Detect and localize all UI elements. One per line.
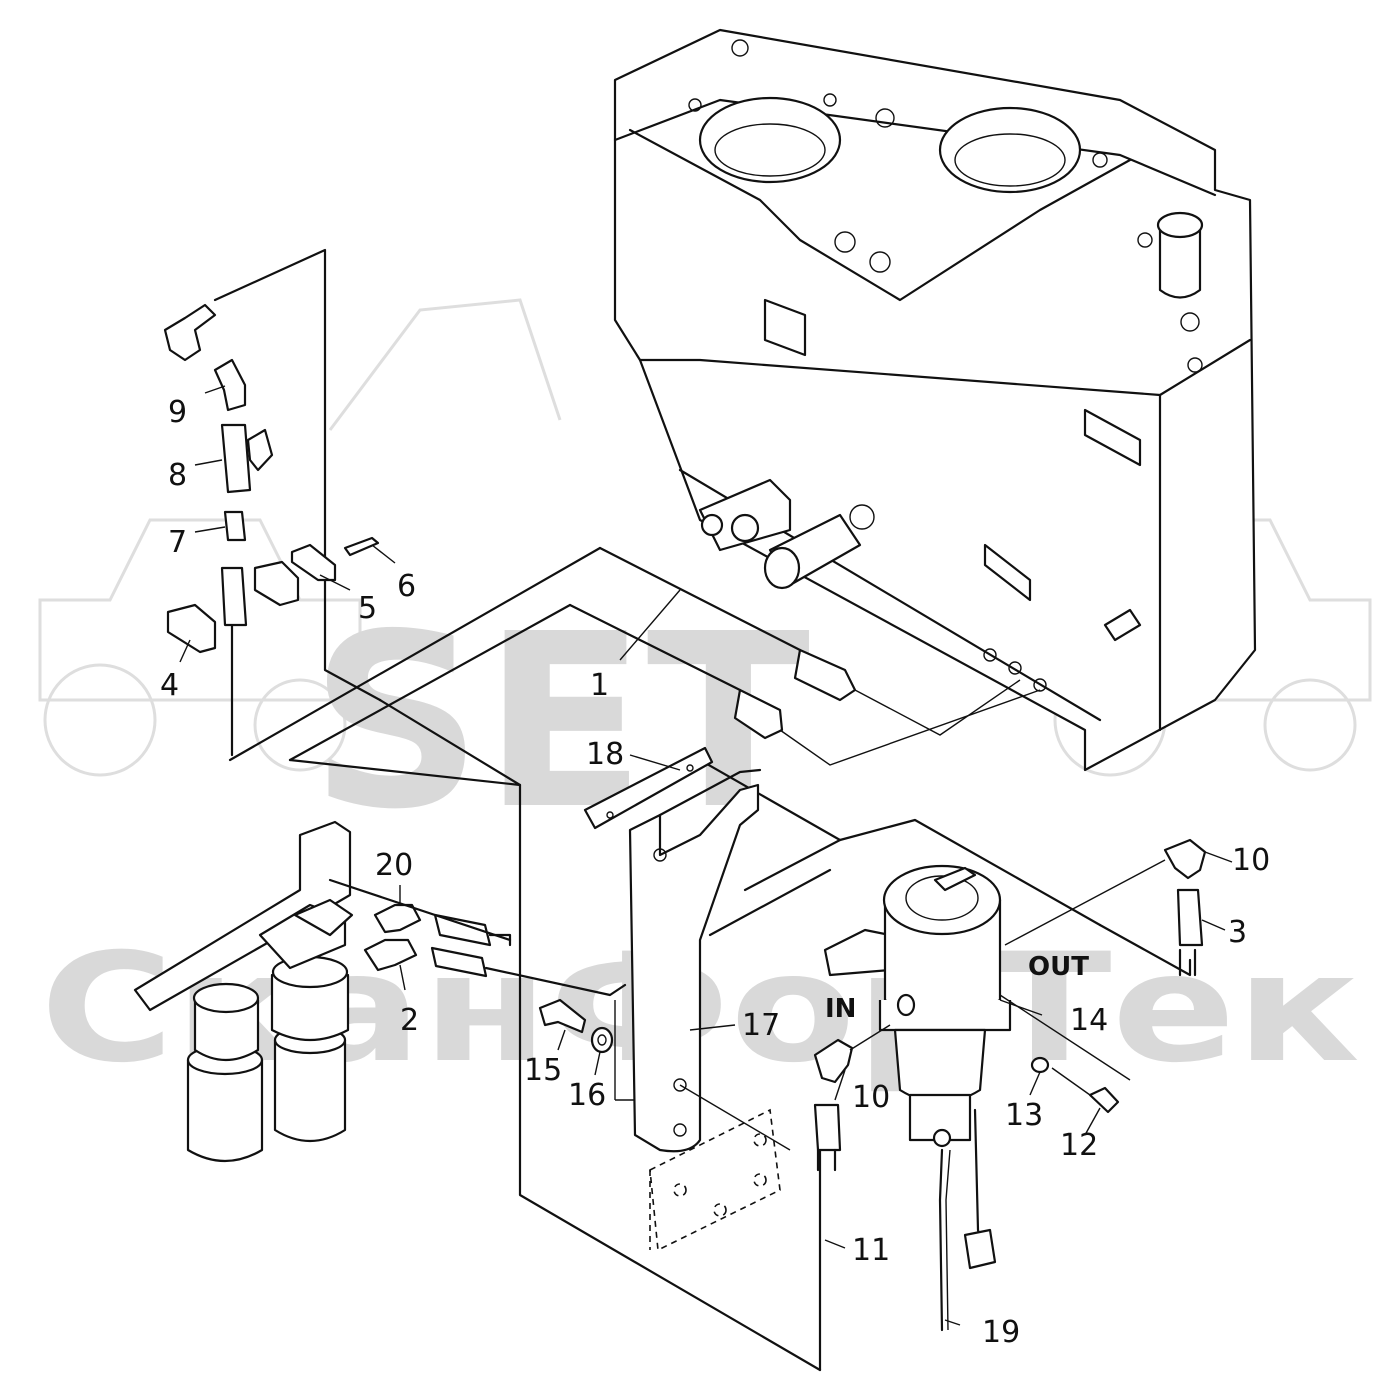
callout-13: 13 <box>1005 1098 1043 1133</box>
callout-1: 1 <box>590 668 609 703</box>
tank-outlet-fittings <box>698 478 875 590</box>
bolt-12 <box>1088 1086 1120 1114</box>
callout-15: 15 <box>524 1053 562 1088</box>
leader-lines <box>557 754 1233 1326</box>
tank-bracket-slot-lower <box>1083 408 1142 467</box>
fuel-hose-assembly <box>228 546 1041 766</box>
nipple-fitting-7 <box>223 510 247 542</box>
bolt-15 <box>538 998 587 1034</box>
filter-element-left <box>186 982 264 1163</box>
callout-5: 5 <box>358 591 377 626</box>
callout-17: 17 <box>742 1008 780 1043</box>
callout-9: 9 <box>168 395 187 430</box>
clamp-half-4a <box>166 603 217 654</box>
callout-19: 19 <box>982 1315 1020 1350</box>
filter-element-right <box>270 955 350 1142</box>
bracket-mount-dashed-plate <box>649 1108 781 1252</box>
outlet-port-label: OUT <box>1028 952 1089 982</box>
tank-vent-tube <box>1156 211 1204 299</box>
callout-12: 12 <box>1060 1128 1098 1163</box>
tank-filler-opening-left <box>698 96 842 184</box>
callout-10-upper: 10 <box>1232 843 1270 878</box>
hose-end-fitting-4 <box>220 566 248 627</box>
elbow-fitting-2 <box>363 938 418 972</box>
elbow-hose-fitting <box>163 303 217 362</box>
elbow-fitting-10-lower <box>813 1038 854 1084</box>
valve-hose-routing <box>163 248 396 757</box>
tank-bracket-slot-bottom <box>983 543 1032 602</box>
callout-16: 16 <box>568 1078 606 1113</box>
callout-4: 4 <box>160 668 179 703</box>
part-callouts: 1 2 3 4 5 6 7 8 9 10 10 11 12 13 14 15 1… <box>160 395 1270 1350</box>
tank-bracket-slot-upper <box>763 298 807 357</box>
fuel-tank <box>613 28 1257 772</box>
clamp-plate-5 <box>290 543 337 582</box>
callout-10-lower: 10 <box>852 1080 890 1115</box>
filter-inlet-outlet-fittings <box>328 878 627 997</box>
elbow-fitting-10-upper <box>1163 838 1207 880</box>
shutoff-valve-8 <box>220 423 252 494</box>
callout-7: 7 <box>168 525 187 560</box>
elbow-fitting-20 <box>373 903 422 934</box>
callout-3: 3 <box>1228 915 1247 950</box>
hose-end-fitting-2 <box>430 946 488 978</box>
callout-14: 14 <box>1070 1003 1108 1038</box>
tank-mounting-holes <box>688 39 1203 692</box>
sealing-washer-13 <box>1030 1056 1050 1074</box>
assembly-frame-lines <box>288 698 1192 1372</box>
hose-end-fitting-20 <box>433 913 492 947</box>
tank-drain-plug <box>1103 608 1142 642</box>
hose-end-fitting-lower <box>733 688 784 740</box>
hose-end-fitting-upper <box>793 648 857 702</box>
drain-tube-19 <box>938 1148 944 1332</box>
spacer-plate-18 <box>583 746 714 830</box>
hose-end-fitting-11 <box>813 1103 842 1152</box>
elbow-fitting-9 <box>213 358 247 412</box>
watermark-tractor-left <box>38 298 562 777</box>
dual-fuel-filter-assembly <box>133 820 354 1163</box>
hose-end-fitting-3 <box>1176 888 1204 947</box>
callout-8: 8 <box>168 458 187 493</box>
washer-16 <box>590 1026 614 1054</box>
callout-11: 11 <box>852 1233 890 1268</box>
tank-filler-opening-right <box>938 106 1082 194</box>
clamp-half-4b <box>253 560 300 607</box>
bolt-6 <box>343 536 380 557</box>
callout-20: 20 <box>375 848 413 883</box>
callout-18: 18 <box>586 737 624 772</box>
water-separator-filter-14 <box>823 864 1012 1148</box>
inlet-fittings <box>813 1024 891 1172</box>
filter-mounting-bracket-17 <box>628 768 762 1153</box>
callout-2: 2 <box>400 1003 419 1038</box>
callout-6: 6 <box>397 569 416 604</box>
outlet-fittings-right <box>999 838 1207 1081</box>
shutoff-valve-handle <box>246 428 274 472</box>
inlet-port-label: IN <box>825 994 856 1024</box>
